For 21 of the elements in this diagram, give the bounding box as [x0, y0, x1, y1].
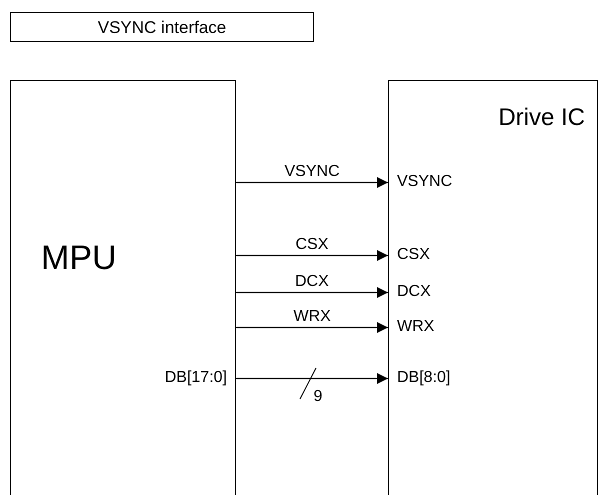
pin-label: CSX — [388, 246, 448, 264]
signal-arrow — [236, 250, 388, 261]
signal-arrow — [236, 287, 388, 298]
title-box — [10, 12, 314, 42]
pin-label: WRX — [388, 318, 448, 336]
block-title: MPU — [41, 241, 117, 275]
edge-label: VSYNC — [284, 164, 341, 180]
pin-label: DB[17:0] — [141, 369, 236, 387]
signal-arrow — [236, 373, 388, 384]
pin-label: VSYNC — [388, 173, 458, 191]
block-title: Drive IC — [498, 106, 585, 130]
title-text: VSYNC interface — [96, 19, 228, 36]
pin-label: DCX — [388, 283, 448, 301]
signal-arrow — [236, 322, 388, 333]
processor-block — [10, 80, 236, 495]
pin-label: DB[8:0] — [388, 369, 468, 387]
edge-label: DCX — [294, 274, 330, 290]
signal-arrow — [236, 177, 388, 188]
edge-label: CSX — [294, 236, 330, 252]
driver-ic-block — [388, 80, 598, 495]
edge-label: 9 — [312, 388, 324, 404]
